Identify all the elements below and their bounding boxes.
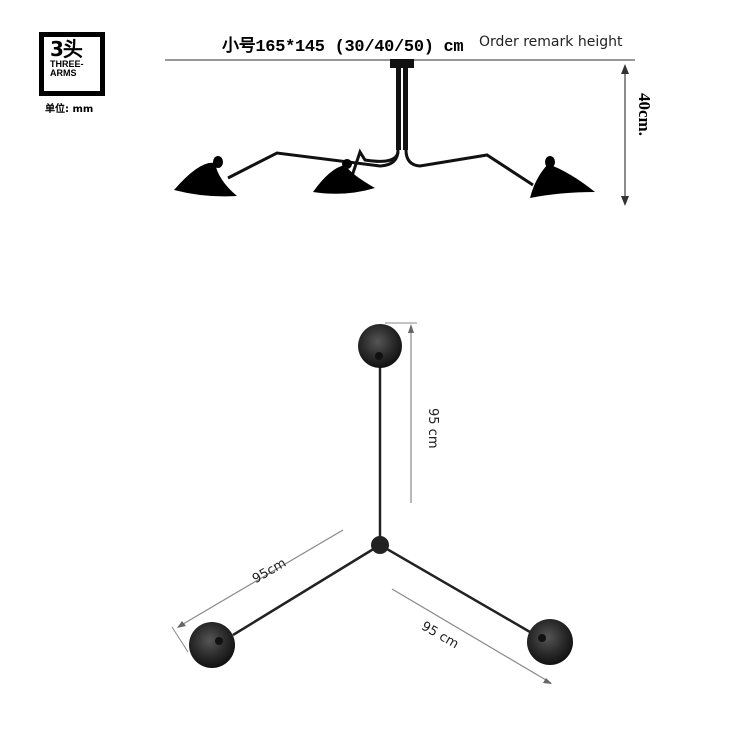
shade-bottom-right-icon — [527, 619, 573, 665]
height-label: 40cm. — [635, 93, 654, 136]
shade-top-icon — [358, 324, 402, 368]
right-arm-dimension — [391, 588, 552, 684]
hub-icon — [371, 536, 389, 554]
three-arms-badge: 3头 THREE- ARMS — [39, 32, 105, 96]
badge-inner: 3头 THREE- ARMS — [44, 37, 100, 91]
top-arm-dimension — [385, 322, 417, 503]
badge-line2: ARMS — [50, 68, 77, 78]
left-arm-dimension — [171, 529, 344, 653]
size-spec-title: 小号165*145 (30/40/50) cm — [222, 38, 464, 57]
top-view-arms — [232, 365, 531, 637]
top-arm-label: 95 cm — [425, 408, 440, 449]
shade-bottom-left-icon — [189, 622, 235, 668]
stem-icon — [227, 59, 534, 187]
badge-line1: THREE- — [50, 59, 84, 69]
shade-middle-icon — [313, 159, 375, 194]
unit-label: 单位: mm — [45, 104, 94, 115]
height-dimension — [621, 64, 629, 206]
order-remark-note: Order remark height — [479, 34, 623, 50]
shade-right-icon — [530, 156, 595, 198]
shade-left-icon — [174, 156, 237, 197]
badge-count: 3头 — [50, 37, 83, 61]
